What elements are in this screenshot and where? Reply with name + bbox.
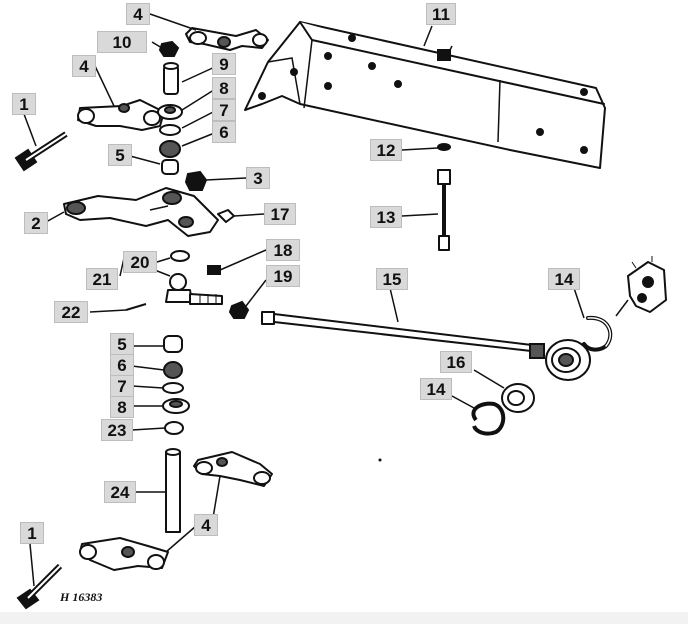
grease-fitting-18	[207, 265, 221, 275]
callout-3: 3	[246, 167, 270, 189]
callout-23: 23	[101, 419, 133, 441]
callout-5-lower: 5	[110, 333, 134, 355]
callout-21: 21	[86, 268, 118, 290]
callout-10: 10	[97, 31, 147, 53]
nut-10	[158, 40, 180, 57]
bolt-1-top	[14, 131, 68, 172]
stray-mark	[378, 458, 382, 462]
callout-24: 24	[104, 481, 136, 503]
callout-8-lower: 8	[110, 396, 134, 418]
lower-stack	[162, 335, 190, 435]
bottom-band	[0, 612, 688, 624]
bolt-1-bottom	[16, 563, 63, 610]
callout-1-top: 1	[12, 93, 36, 115]
callout-14-upper: 14	[548, 268, 580, 290]
callout-6-lower: 6	[110, 354, 134, 376]
reference-code: H 16383	[60, 590, 103, 604]
callout-4-lower: 4	[194, 514, 218, 536]
callout-20: 20	[123, 251, 157, 273]
grease-fitting-17	[217, 209, 235, 223]
lower-arm-left	[79, 537, 169, 571]
callout-14-lower: 14	[420, 378, 452, 400]
callout-11: 11	[426, 3, 456, 25]
callout-7-upper: 7	[212, 99, 236, 121]
callout-9: 9	[212, 53, 236, 75]
callout-13: 13	[370, 206, 402, 228]
upper-stack	[157, 104, 183, 175]
ball-joint-21	[165, 273, 223, 305]
callout-19: 19	[266, 265, 300, 287]
callout-1-bottom: 1	[20, 522, 44, 544]
spindle-24	[165, 448, 181, 533]
callout-12: 12	[370, 139, 402, 161]
nut-3	[184, 170, 208, 191]
callout-18: 18	[266, 239, 300, 261]
upper-arm-top	[185, 27, 269, 51]
callout-16: 16	[440, 351, 472, 373]
upper-arm-second	[77, 99, 165, 131]
callout-15: 15	[376, 268, 408, 290]
nut-19	[228, 300, 250, 319]
lower-arm-right	[193, 451, 273, 487]
callout-7-lower: 7	[110, 375, 134, 397]
frame-bracket	[244, 21, 606, 169]
snap-ring-14-upper	[582, 315, 613, 352]
vertical-bolt	[437, 143, 451, 251]
callout-22: 22	[54, 301, 88, 323]
callout-4-second: 4	[72, 55, 96, 77]
bearing-16	[501, 383, 535, 413]
callout-4-top: 4	[126, 3, 150, 25]
callout-6-upper: 6	[212, 121, 236, 143]
pin-9	[163, 62, 179, 95]
tie-rod-end	[545, 339, 591, 381]
snap-ring-14-lower	[471, 401, 506, 436]
callout-8-upper: 8	[212, 77, 236, 99]
callout-2: 2	[24, 212, 48, 234]
tie-rod-15	[261, 311, 545, 359]
steering-knuckle-arm	[63, 187, 219, 237]
callout-17: 17	[264, 203, 296, 225]
steering-arm-stub	[615, 256, 667, 317]
washer-20	[170, 250, 190, 262]
leader-lines	[23, 13, 585, 587]
callout-5-upper: 5	[108, 144, 132, 166]
cotter-pin-22	[125, 303, 147, 311]
